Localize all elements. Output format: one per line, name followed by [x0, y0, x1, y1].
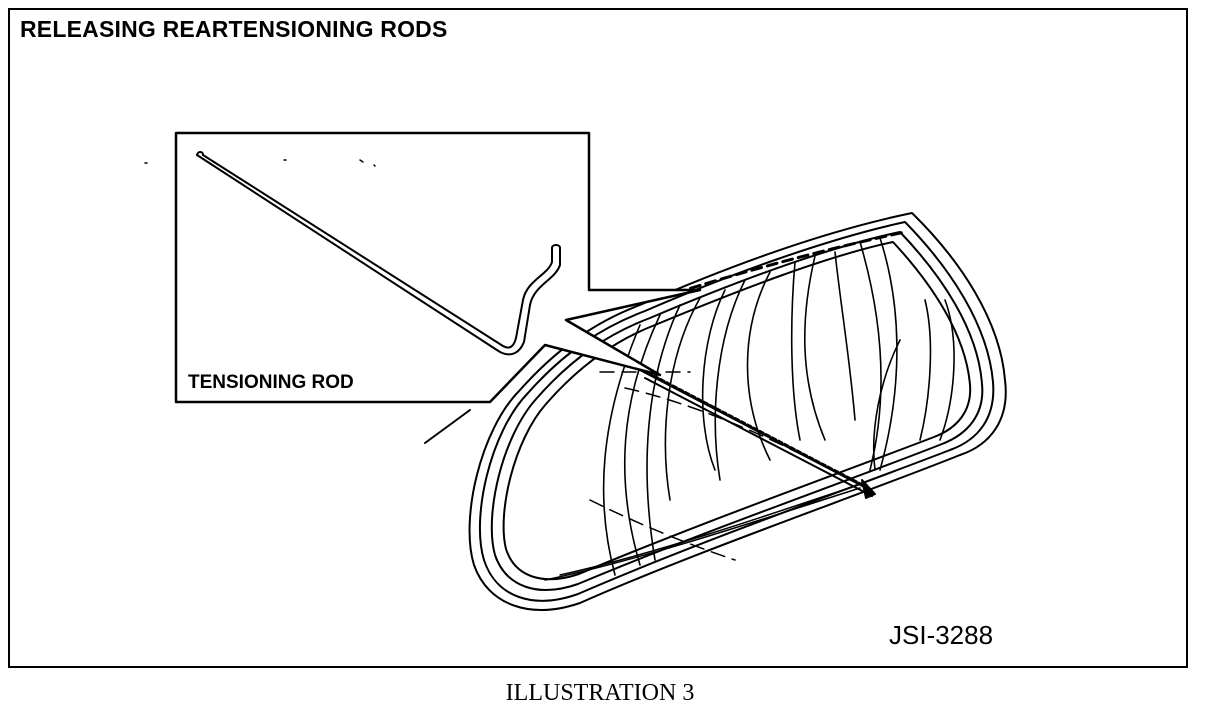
figure-id: JSI-3288: [889, 620, 994, 650]
leader-line: [424, 409, 471, 444]
inset-detail-box: [174, 131, 702, 404]
top-edge-strip: [658, 230, 907, 300]
tensioning-rod-label: TENSIONING ROD: [188, 372, 354, 393]
wire-strands: [602, 237, 955, 576]
molding-lines: [544, 485, 861, 581]
illustration-caption: ILLUSTRATION 3: [505, 680, 695, 706]
tensioning-rod-detail: [196, 151, 561, 356]
windshield-glass: [468, 212, 1007, 611]
scan-specks: [144, 159, 376, 167]
diagram-title: RELEASING REARTENSIONING RODS: [20, 16, 448, 42]
